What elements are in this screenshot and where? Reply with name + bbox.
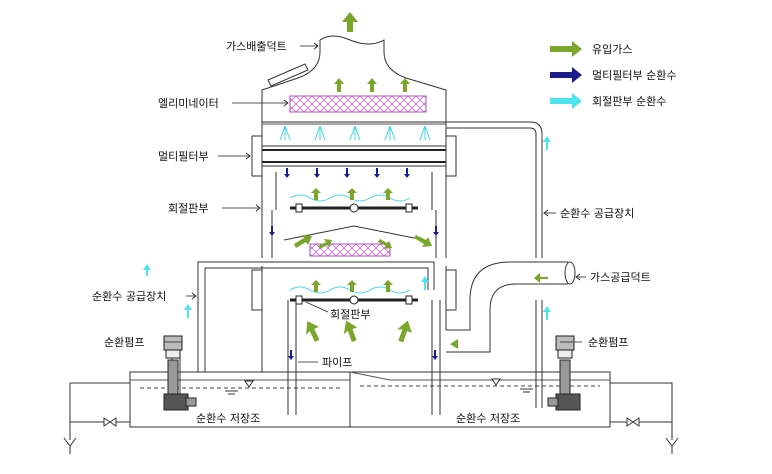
label-multi-filter: 멀티필터부	[158, 150, 209, 163]
drain-lines	[63, 382, 679, 454]
label-pipe: 파이프	[322, 356, 353, 369]
exhaust-flow	[342, 12, 358, 32]
right-tank-outline	[350, 371, 662, 428]
label-pump-left: 순환펌프	[104, 336, 145, 349]
label-baffle-upper: 회절판부	[168, 202, 209, 215]
filter-water-arrows	[269, 168, 439, 360]
eliminator-media	[289, 95, 427, 113]
gas-supply-duct	[446, 261, 576, 353]
label-supply-left: 순환수 공급장치	[92, 290, 167, 303]
right-supply-piping	[446, 121, 543, 408]
lower-flanges	[251, 269, 457, 311]
legend-arrow-gas	[550, 41, 582, 57]
multi-filter-section	[251, 135, 457, 177]
baffle-water-arrows	[184, 136, 551, 320]
label-baffle-lower: 회절판부	[330, 308, 371, 321]
right-pump	[547, 335, 581, 411]
center-cone	[283, 225, 425, 241]
label-gas-supply-duct: 가스공급덕트	[590, 271, 651, 284]
label-supply-right: 순환수 공급장치	[560, 207, 635, 220]
legend-arrow-baffle-water	[550, 93, 582, 109]
legend-label-filter-water: 멀티필터부 순환수	[592, 69, 677, 82]
legend-arrows	[550, 41, 582, 109]
leader-lines	[164, 42, 586, 363]
gas-flow-arrows	[143, 78, 548, 349]
upper-baffle-plate	[290, 203, 418, 213]
label-eliminator: 엘리미네이터	[158, 97, 219, 110]
legend-label-baffle-water: 회절판부 순환수	[592, 95, 667, 108]
label-pump-right: 순환펌프	[588, 336, 629, 349]
label-tank-left: 순환수 저장조	[196, 412, 261, 425]
legend-arrow-filter-water	[550, 67, 582, 83]
left-pump	[163, 335, 197, 411]
cone-media	[309, 243, 391, 257]
lower-baffle-plate	[290, 295, 418, 305]
left-supply-piping	[171, 261, 435, 408]
label-gas-exhaust-duct: 가스배출덕트	[226, 40, 287, 53]
storage-tanks	[82, 371, 662, 428]
legend-label-gas: 유입가스	[592, 43, 633, 56]
label-tank-right: 순환수 저장조	[456, 412, 521, 425]
